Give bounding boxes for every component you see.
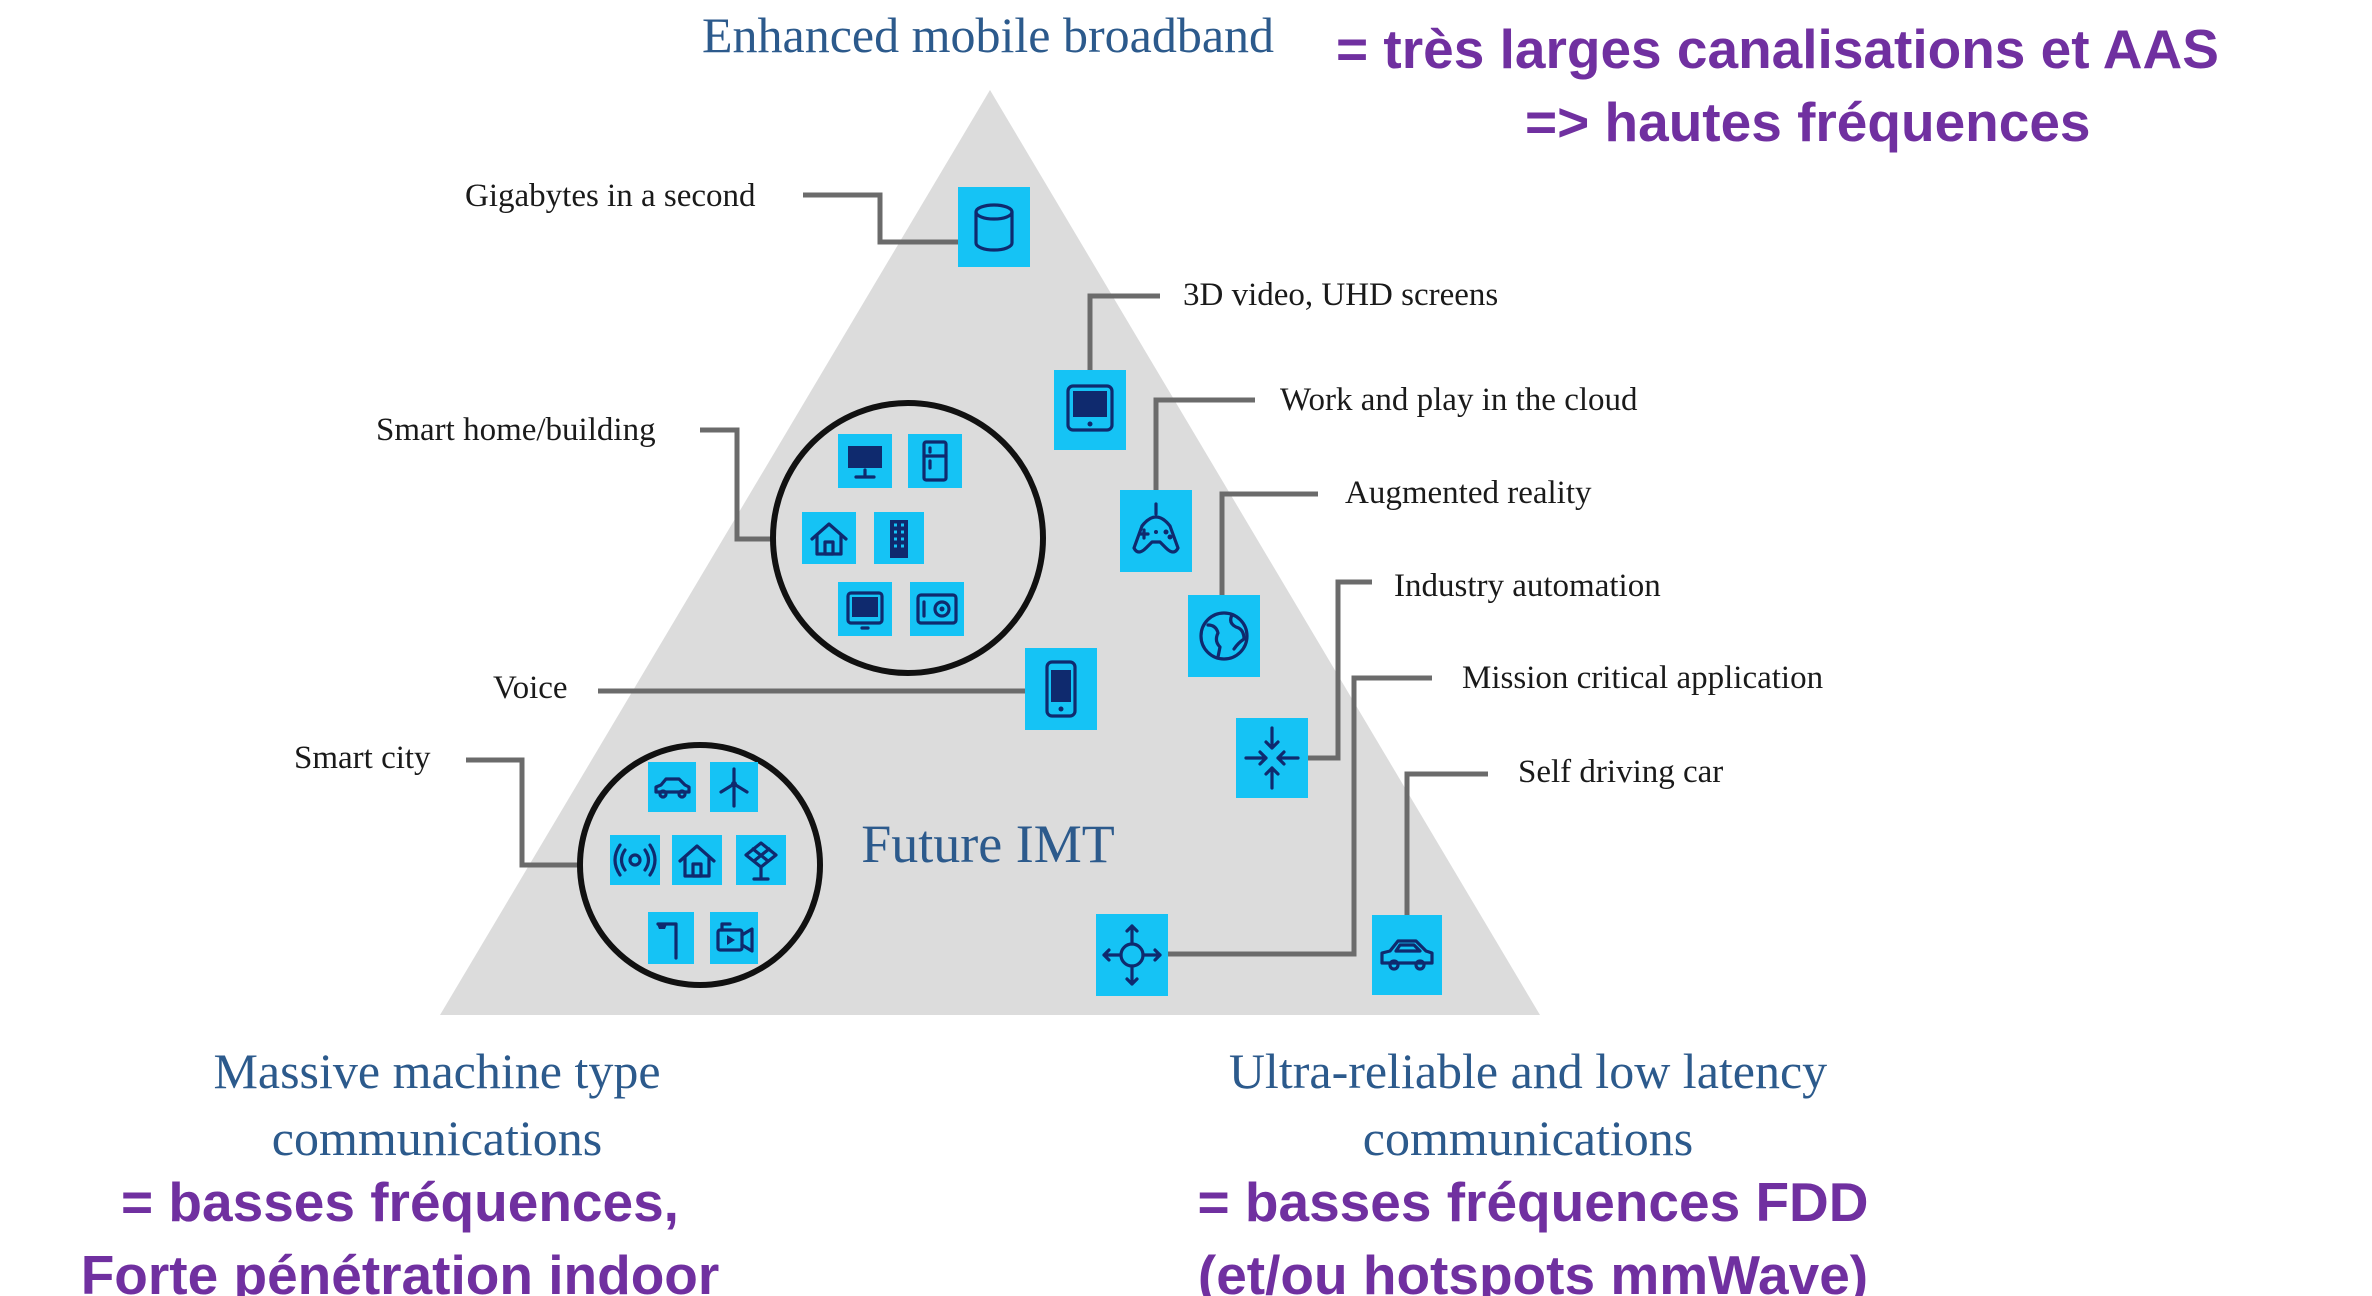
urllc-title-line1: Ultra-reliable and low latency bbox=[1229, 1043, 1827, 1099]
tv-icon bbox=[838, 582, 892, 636]
mobile-phone-icon bbox=[1025, 648, 1097, 730]
future-imt-label: Future IMT bbox=[861, 814, 1114, 874]
refrigerator-icon bbox=[908, 434, 962, 488]
embb-title: Enhanced mobile broadband bbox=[702, 7, 1274, 63]
monitor-icon bbox=[838, 434, 892, 488]
label-smarthome: Smart home/building bbox=[376, 412, 656, 448]
connector-3d-video bbox=[1087, 293, 1160, 370]
connector-industry bbox=[1300, 579, 1372, 761]
globe-icon bbox=[1188, 595, 1260, 677]
connector-ar bbox=[1219, 491, 1318, 595]
solar-panel-icon bbox=[736, 835, 786, 885]
label-3d-video: 3D video, UHD screens bbox=[1183, 277, 1498, 313]
label-selfdriving: Self driving car bbox=[1518, 754, 1723, 790]
city-car-icon bbox=[648, 762, 696, 812]
mmtc-annotation-line1: = basses fréquences, bbox=[121, 1171, 679, 1233]
house-icon bbox=[802, 512, 856, 564]
mmtc-title-line1: Massive machine type bbox=[213, 1043, 660, 1099]
tablet-icon bbox=[1054, 370, 1126, 450]
connector-selfdriving bbox=[1404, 771, 1488, 915]
label-voice: Voice bbox=[493, 670, 568, 706]
connector-mission bbox=[1168, 675, 1432, 957]
embb-annotation-line2: => hautes fréquences bbox=[1525, 91, 2091, 153]
label-cloud: Work and play in the cloud bbox=[1280, 382, 1638, 418]
self-driving-car-icon bbox=[1372, 915, 1442, 995]
mmtc-title-line2: communications bbox=[272, 1110, 603, 1166]
mmtc-annotation-line2: Forte pénétration indoor bbox=[81, 1244, 720, 1296]
video-camera-icon bbox=[710, 912, 758, 964]
label-gigabytes: Gigabytes in a second bbox=[465, 178, 756, 214]
safe-icon bbox=[910, 582, 964, 636]
label-mission: Mission critical application bbox=[1462, 660, 1823, 696]
label-smartcity: Smart city bbox=[294, 740, 431, 776]
label-ar: Augmented reality bbox=[1345, 475, 1592, 511]
urllc-annotation-line1: = basses fréquences FDD bbox=[1198, 1171, 1869, 1233]
embb-annotation-line1: = très larges canalisations et AAS bbox=[1336, 18, 2219, 80]
building-icon bbox=[874, 512, 924, 564]
connector-cloud bbox=[1153, 397, 1255, 490]
connector-smartcity bbox=[466, 757, 580, 868]
street-light-icon bbox=[648, 912, 694, 964]
crosshair-icon bbox=[1096, 914, 1168, 996]
connector-gigabytes bbox=[803, 192, 958, 245]
gamepad-icon bbox=[1120, 490, 1192, 572]
industry-automation-icon bbox=[1236, 718, 1308, 798]
wireless-signal-icon bbox=[610, 835, 660, 885]
wind-turbine-icon bbox=[710, 762, 758, 812]
urllc-title-line2: communications bbox=[1363, 1110, 1694, 1166]
label-industry: Industry automation bbox=[1394, 568, 1661, 604]
urllc-annotation-line2: (et/ou hotspots mmWave) bbox=[1198, 1244, 1868, 1296]
city-house-icon bbox=[672, 835, 722, 885]
connector-smarthome bbox=[700, 427, 772, 542]
database-icon bbox=[958, 187, 1030, 267]
